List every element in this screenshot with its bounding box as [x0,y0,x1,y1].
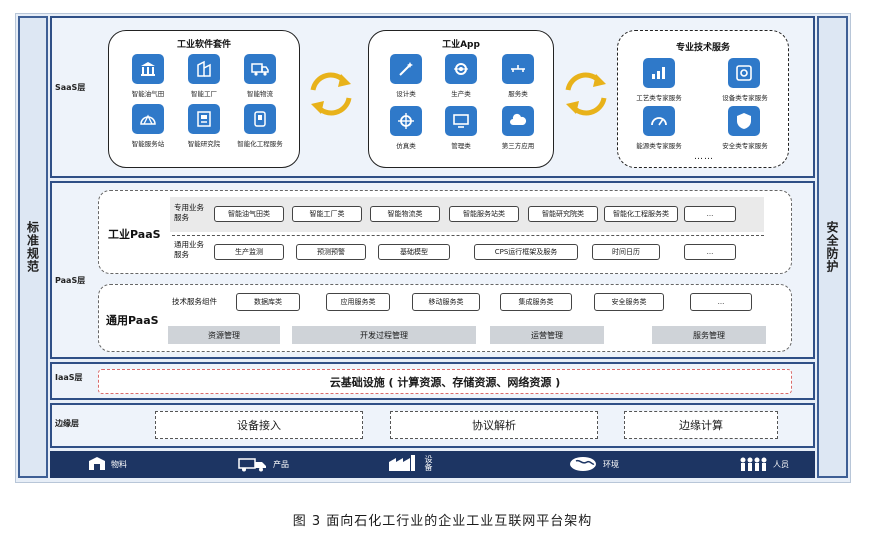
factory-icon [188,54,220,84]
industrial-paas-title: 工业PaaS [108,228,161,241]
special-service-item: 智能服务站类 [449,206,519,222]
mgmt-block: 开发过程管理 [292,326,476,344]
research-institute-icon [188,104,220,134]
service-network-icon [502,54,534,84]
industrial-app-group [368,30,554,168]
security-shield-icon [728,106,760,136]
people-icon [740,457,767,471]
tech-services-title: 专业技术服务 [675,43,730,53]
general-service-item: 预测预警 [296,244,366,260]
software-suite-title: 工业软件套件 [176,40,231,50]
energy-gauge-icon [643,106,675,136]
app-label: 生产类 [451,90,471,98]
software-label: 智能油气田 [131,90,165,98]
tech-component-item: 安全服务类 [594,293,664,311]
special-service-item: 智能物流类 [370,206,440,222]
physical-resources-bar: 物料 产品 设备 环境 人员 [50,451,815,478]
special-service-item: 智能研究院类 [528,206,598,222]
software-label: 智能物流 [247,90,273,98]
app-label: 设计类 [396,90,416,98]
security-sidebar: 安全防护 [817,16,848,478]
edge-layer-label: 边缘层 [55,419,79,428]
cycle-arrows-icon [305,68,357,120]
cycle-arrows-icon [560,68,612,120]
tech-service-label: 安全类专家服务 [722,142,768,150]
dashed-divider [172,235,764,236]
tech-service-label: 设备类专家服务 [722,94,768,102]
standards-sidebar: 标准规范 [18,16,48,478]
design-wand-icon [390,54,422,84]
logistics-truck-icon [244,54,276,84]
saas-layer-label: SaaS层 [55,83,86,92]
tech-services-group [617,30,789,168]
software-suite-group [108,30,300,168]
app-label: 管理类 [451,142,471,150]
protocol-parsing-box: 协议解析 [390,411,598,439]
app-label: 仿真类 [396,142,416,150]
service-station-icon [132,104,164,134]
engineering-service-icon [244,104,276,134]
tech-components-label: 技术服务组件 [172,297,217,306]
truck-icon [238,458,266,472]
simulation-icon [390,106,422,136]
iaas-layer-label: IaaS层 [55,373,83,382]
tech-service-label: 工艺类专家服务 [636,94,682,102]
tech-service-label: 能源类专家服务 [636,142,682,150]
tech-component-more: ... [690,293,752,311]
cloud-icon [502,106,534,136]
general-service-item: CPS运行框架及服务 [474,244,578,260]
tech-component-item: 移动服务类 [412,293,480,311]
tech-component-item: 数据库类 [236,293,300,311]
software-label: 智能服务站 [131,140,165,148]
special-services-label: 专用业务服务 [174,203,204,222]
globe-icon [570,457,596,471]
general-service-more: ... [684,244,736,260]
process-chart-icon [643,58,675,88]
tech-component-item: 应用服务类 [326,293,390,311]
equipment-item: 设备 [388,454,434,472]
app-label: 第三方应用 [501,142,535,150]
material-item: 物料 [88,456,127,472]
device-access-box: 设备接入 [155,411,363,439]
factory-icon [389,455,415,471]
software-label: 智能工厂 [191,90,217,98]
mgmt-block: 服务管理 [652,326,766,344]
industrial-app-title: 工业App [442,40,480,50]
more-ellipsis: …… [694,152,714,162]
special-service-item: 智能油气田类 [214,206,284,222]
management-monitor-icon [445,106,477,136]
special-service-item: 智能工厂类 [292,206,362,222]
oilfield-icon [132,54,164,84]
tech-component-item: 集成服务类 [500,293,572,311]
general-services-label: 通用业务服务 [174,240,204,259]
standards-label: 标准规范 [25,221,40,273]
general-service-item: 基础模型 [378,244,450,260]
special-service-item: 智能化工程服务类 [604,206,678,222]
product-item: 产品 [238,456,289,472]
general-service-item: 时间日历 [592,244,660,260]
mgmt-block: 运营管理 [490,326,604,344]
special-service-more: ... [684,206,736,222]
cloud-infrastructure-box: 云基础设施 ( 计算资源、存储资源、网络资源 ) [98,369,792,394]
paas-layer-label: PaaS层 [55,276,86,285]
app-label: 服务类 [508,90,528,98]
software-label: 智能研究院 [187,140,221,148]
security-label: 安全防护 [825,221,839,273]
mgmt-block: 资源管理 [168,326,280,344]
figure-caption: 图 3 面向石化工行业的企业工业互联网平台架构 [292,514,593,529]
environment-item: 环境 [568,456,619,472]
production-gear-icon [445,54,477,84]
equipment-settings-icon [728,58,760,88]
software-label: 智能化工程服务 [237,140,283,148]
people-item: 人员 [738,456,789,472]
box-icon [89,457,105,470]
general-service-item: 生产监测 [214,244,284,260]
common-paas-title: 通用PaaS [106,314,159,327]
edge-computing-box: 边缘计算 [624,411,778,439]
